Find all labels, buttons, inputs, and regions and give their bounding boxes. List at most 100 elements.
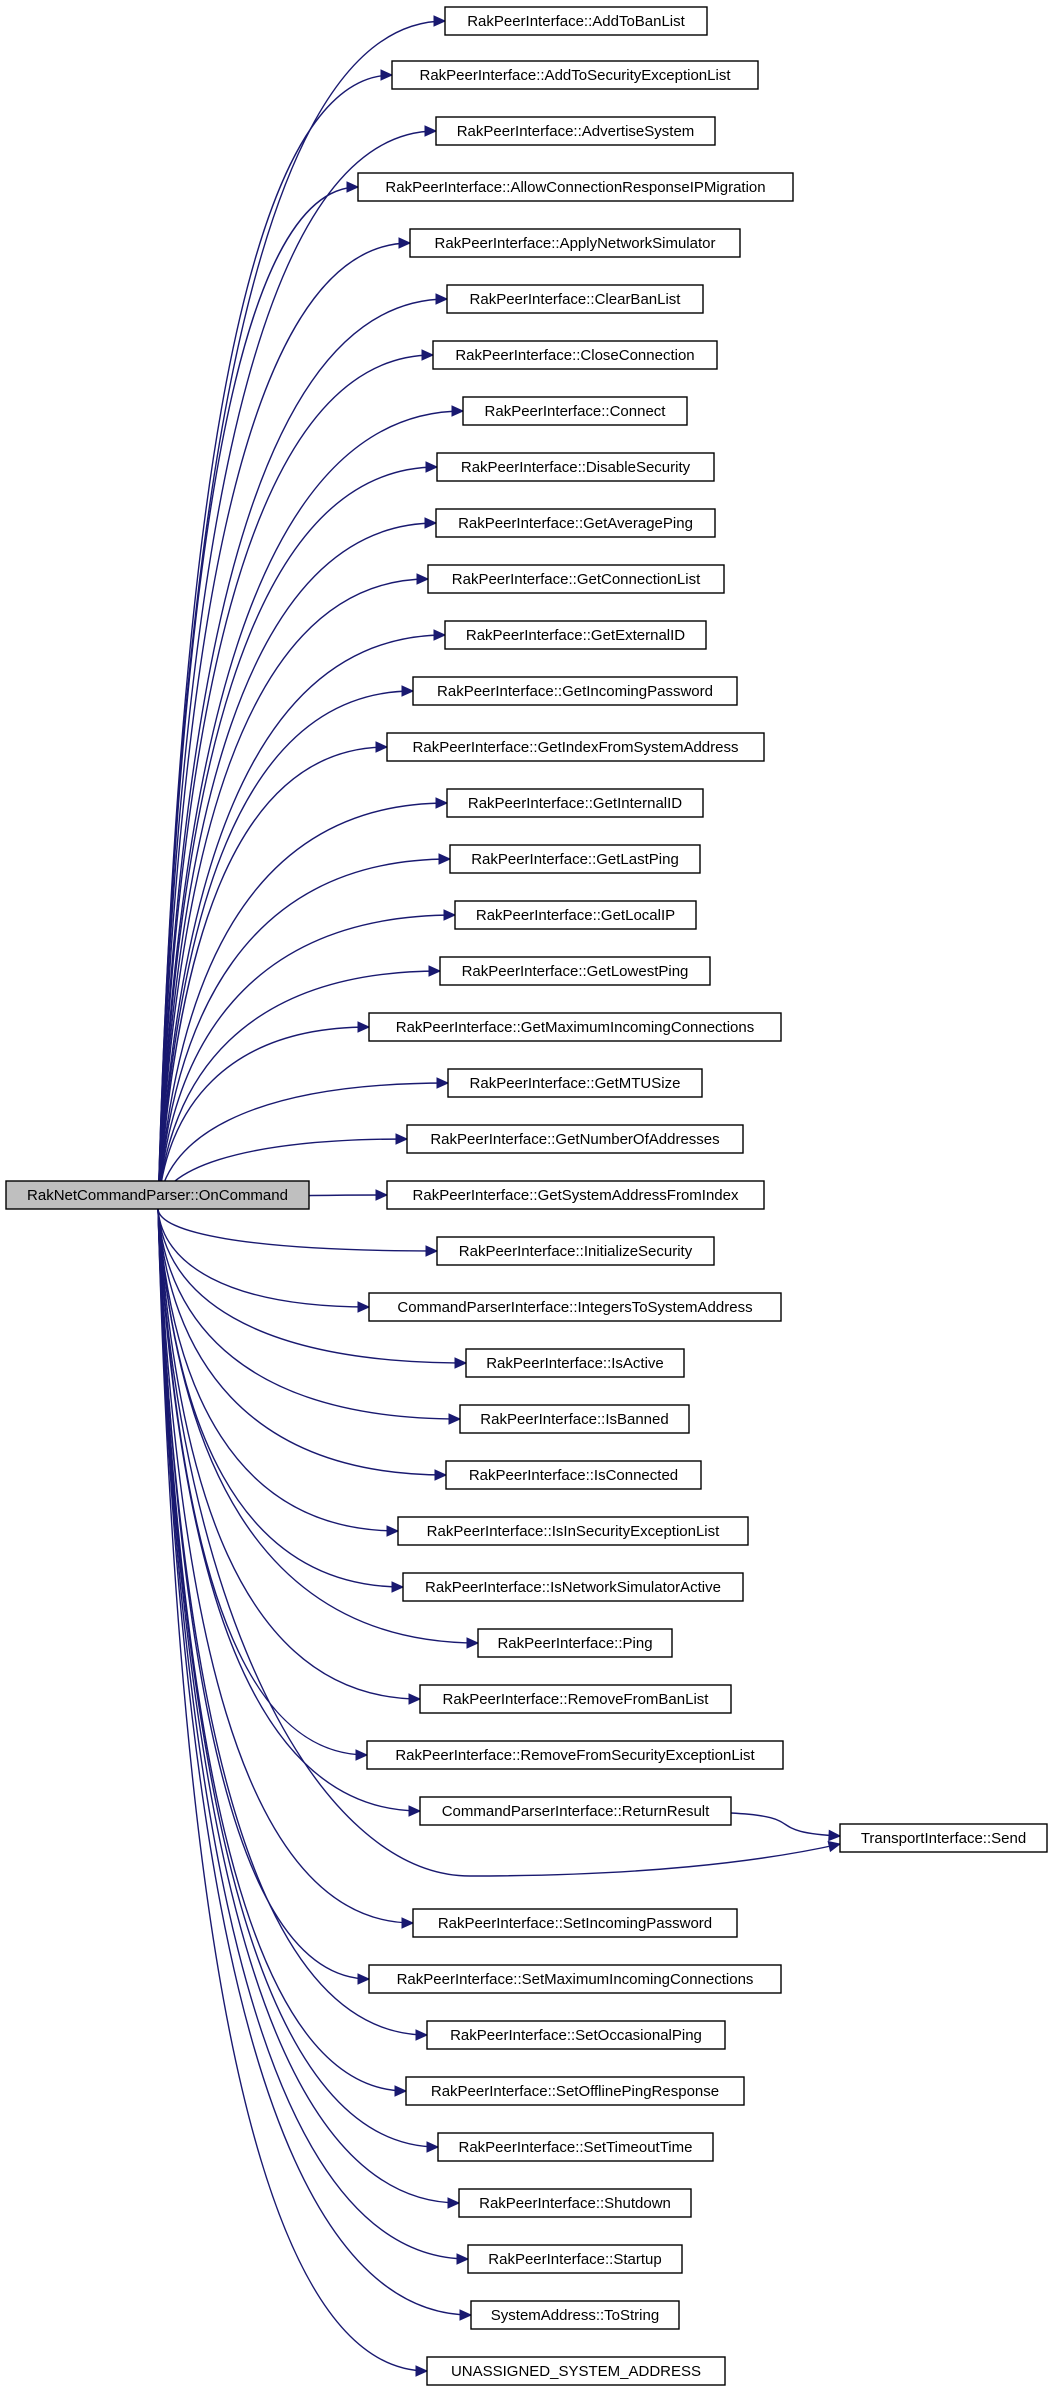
node-rakpeerinterface-getlowestping[interactable]: RakPeerInterface::GetLowestPing bbox=[439, 956, 711, 986]
node-rakpeerinterface-settimeouttime[interactable]: RakPeerInterface::SetTimeoutTime bbox=[437, 2132, 714, 2162]
node-unassigned-system-address[interactable]: UNASSIGNED_SYSTEM_ADDRESS bbox=[426, 2356, 726, 2386]
node-rakpeerinterface-allowconnectionresponseipmigration[interactable]: RakPeerInterface::AllowConnectionRespons… bbox=[357, 172, 794, 202]
node-commandparserinterface-integerstosystemaddress-label: CommandParserInterface::IntegersToSystem… bbox=[397, 1299, 752, 1316]
edge-rakpeerinterface-getmaximumincomingconnections-line bbox=[157, 1026, 370, 1210]
edge-rakpeerinterface-connect-line bbox=[157, 410, 464, 1210]
node-rakpeerinterface-getlocalip-box bbox=[454, 900, 697, 930]
edge-rakpeerinterface-allowconnectionresponseipmigration-line bbox=[157, 186, 359, 1210]
node-rakpeerinterface-removefromsecurityexceptionlist[interactable]: RakPeerInterface::RemoveFromSecurityExce… bbox=[366, 1740, 784, 1770]
node-rakpeerinterface-removefrombanlist[interactable]: RakPeerInterface::RemoveFromBanList bbox=[419, 1684, 732, 1714]
node-rakpeerinterface-getnumberofaddresses[interactable]: RakPeerInterface::GetNumberOfAddresses bbox=[406, 1124, 744, 1154]
node-rakpeerinterface-getlowestping-box bbox=[439, 956, 711, 986]
node-transportinterface-send[interactable]: TransportInterface::Send bbox=[839, 1823, 1048, 1853]
node-rakpeerinterface-allowconnectionresponseipmigration-label: RakPeerInterface::AllowConnectionRespons… bbox=[385, 179, 765, 196]
node-rakpeerinterface-applynetworksimulator[interactable]: RakPeerInterface::ApplyNetworkSimulator bbox=[409, 228, 741, 258]
edge-rakpeerinterface-getexternalid-arrowhead bbox=[433, 629, 447, 641]
node-rakpeerinterface-setofflinepingresponse-box bbox=[405, 2076, 745, 2106]
edge-rakpeerinterface-shutdown bbox=[157, 1208, 461, 2209]
node-rakpeerinterface-isbanned[interactable]: RakPeerInterface::IsBanned bbox=[459, 1404, 690, 1434]
node-rakpeerinterface-ping[interactable]: RakPeerInterface::Ping bbox=[477, 1628, 673, 1658]
node-rakpeerinterface-clearbanlist[interactable]: RakPeerInterface::ClearBanList bbox=[446, 284, 704, 314]
node-rakpeerinterface-getlowestping-label: RakPeerInterface::GetLowestPing bbox=[462, 963, 689, 980]
node-rakpeerinterface-getsystemaddressfromindex[interactable]: RakPeerInterface::GetSystemAddressFromIn… bbox=[386, 1180, 765, 1210]
edge-rakpeerinterface-isbanned bbox=[157, 1208, 462, 1425]
node-commandparserinterface-integerstosystemaddress[interactable]: CommandParserInterface::IntegersToSystem… bbox=[368, 1292, 782, 1322]
edge-root-to-send bbox=[157, 1208, 842, 1877]
node-rakpeerinterface-setoccasionalping[interactable]: RakPeerInterface::SetOccasionalPing bbox=[426, 2020, 726, 2050]
node-rakpeerinterface-setmaximumincomingconnections[interactable]: RakPeerInterface::SetMaximumIncomingConn… bbox=[368, 1964, 782, 1994]
node-rakpeerinterface-getlastping-box bbox=[449, 844, 701, 874]
edge-rakpeerinterface-initializesecurity-arrowhead bbox=[425, 1245, 439, 1257]
node-rakpeerinterface-removefrombanlist-label: RakPeerInterface::RemoveFromBanList bbox=[443, 1691, 710, 1708]
node-rakpeerinterface-getaverageping[interactable]: RakPeerInterface::GetAveragePing bbox=[435, 508, 716, 538]
node-rakpeerinterface-addtosecurityexceptionlist[interactable]: RakPeerInterface::AddToSecurityException… bbox=[391, 60, 759, 90]
node-rakpeerinterface-addtosecurityexceptionlist-box bbox=[391, 60, 759, 90]
node-rakpeerinterface-getmtusize-label: RakPeerInterface::GetMTUSize bbox=[470, 1075, 681, 1092]
node-rakpeerinterface-shutdown-box bbox=[458, 2188, 692, 2218]
node-rakpeerinterface-isnetworksimulatoractive-label: RakPeerInterface::IsNetworkSimulatorActi… bbox=[425, 1579, 721, 1596]
node-rakpeerinterface-getexternalid-box bbox=[444, 620, 707, 650]
node-rakpeerinterface-getindexfromsystemaddress[interactable]: RakPeerInterface::GetIndexFromSystemAddr… bbox=[386, 732, 765, 762]
edge-rakpeerinterface-getmaximumincomingconnections-arrowhead bbox=[357, 1021, 371, 1033]
node-rakpeerinterface-isbanned-label: RakPeerInterface::IsBanned bbox=[480, 1411, 668, 1428]
node-rakpeerinterface-setofflinepingresponse[interactable]: RakPeerInterface::SetOfflinePingResponse bbox=[405, 2076, 745, 2106]
edge-unassigned-system-address-arrowhead bbox=[415, 2365, 429, 2377]
node-rakpeerinterface-setmaximumincomingconnections-box bbox=[368, 1964, 782, 1994]
node-rakpeerinterface-connect[interactable]: RakPeerInterface::Connect bbox=[462, 396, 688, 426]
edge-rakpeerinterface-getlocalip bbox=[157, 909, 457, 1210]
node-transportinterface-send-box bbox=[839, 1823, 1048, 1853]
edge-systemaddress-tostring-line bbox=[157, 1208, 472, 2316]
edge-rakpeerinterface-closeconnection-line bbox=[157, 354, 434, 1210]
edge-rakpeerinterface-connect-arrowhead bbox=[451, 405, 465, 417]
node-rakpeerinterface-getconnectionlist-box bbox=[427, 564, 725, 594]
edge-rakpeerinterface-getmaximumincomingconnections bbox=[157, 1021, 371, 1210]
edge-rakpeerinterface-getnumberofaddresses-arrowhead bbox=[395, 1133, 409, 1145]
node-root-raknetcommandparser-oncommand[interactable]: RakNetCommandParser::OnCommand bbox=[5, 1180, 310, 1210]
node-rakpeerinterface-initializesecurity[interactable]: RakPeerInterface::InitializeSecurity bbox=[436, 1236, 715, 1266]
node-rakpeerinterface-getconnectionlist[interactable]: RakPeerInterface::GetConnectionList bbox=[427, 564, 725, 594]
edge-rakpeerinterface-ping-arrowhead bbox=[466, 1637, 480, 1649]
node-rakpeerinterface-setmaximumincomingconnections-label: RakPeerInterface::SetMaximumIncomingConn… bbox=[397, 1971, 754, 1988]
edge-commandparserinterface-returnresult-arrowhead bbox=[408, 1805, 422, 1817]
node-rakpeerinterface-disablesecurity[interactable]: RakPeerInterface::DisableSecurity bbox=[436, 452, 715, 482]
node-rakpeerinterface-closeconnection[interactable]: RakPeerInterface::CloseConnection bbox=[432, 340, 718, 370]
node-rakpeerinterface-startup-box bbox=[467, 2244, 683, 2274]
edge-rakpeerinterface-settimeouttime-arrowhead bbox=[426, 2141, 440, 2153]
node-rakpeerinterface-clearbanlist-box bbox=[446, 284, 704, 314]
node-rakpeerinterface-getinternalid[interactable]: RakPeerInterface::GetInternalID bbox=[446, 788, 704, 818]
edge-rakpeerinterface-getexternalid-line bbox=[157, 634, 446, 1210]
node-rakpeerinterface-getincomingpassword[interactable]: RakPeerInterface::GetIncomingPassword bbox=[412, 676, 738, 706]
node-rakpeerinterface-advertisesystem-label: RakPeerInterface::AdvertiseSystem bbox=[457, 123, 695, 140]
node-rakpeerinterface-getmtusize[interactable]: RakPeerInterface::GetMTUSize bbox=[447, 1068, 703, 1098]
node-rakpeerinterface-isactive[interactable]: RakPeerInterface::IsActive bbox=[465, 1348, 685, 1378]
node-rakpeerinterface-getlastping[interactable]: RakPeerInterface::GetLastPing bbox=[449, 844, 701, 874]
node-rakpeerinterface-startup[interactable]: RakPeerInterface::Startup bbox=[467, 2244, 683, 2274]
edge-rakpeerinterface-setofflinepingresponse bbox=[157, 1208, 408, 2097]
node-rakpeerinterface-setoccasionalping-label: RakPeerInterface::SetOccasionalPing bbox=[450, 2027, 702, 2044]
node-rakpeerinterface-getmaximumincomingconnections-label: RakPeerInterface::GetMaximumIncomingConn… bbox=[396, 1019, 755, 1036]
node-rakpeerinterface-advertisesystem[interactable]: RakPeerInterface::AdvertiseSystem bbox=[435, 116, 716, 146]
node-rakpeerinterface-addtobanlist[interactable]: RakPeerInterface::AddToBanList bbox=[444, 6, 708, 36]
edge-rakpeerinterface-getexternalid bbox=[157, 629, 447, 1210]
node-rakpeerinterface-getmaximumincomingconnections[interactable]: RakPeerInterface::GetMaximumIncomingConn… bbox=[368, 1012, 782, 1042]
node-systemaddress-tostring[interactable]: SystemAddress::ToString bbox=[470, 2300, 680, 2330]
edge-commandparserinterface-returnresult-line bbox=[157, 1208, 421, 1812]
node-rakpeerinterface-getexternalid[interactable]: RakPeerInterface::GetExternalID bbox=[444, 620, 707, 650]
edge-rakpeerinterface-isconnected-line bbox=[157, 1208, 447, 1476]
node-rakpeerinterface-closeconnection-box bbox=[432, 340, 718, 370]
node-rakpeerinterface-getlocalip[interactable]: RakPeerInterface::GetLocalIP bbox=[454, 900, 697, 930]
node-rakpeerinterface-shutdown[interactable]: RakPeerInterface::Shutdown bbox=[458, 2188, 692, 2218]
node-rakpeerinterface-initializesecurity-label: RakPeerInterface::InitializeSecurity bbox=[459, 1243, 693, 1260]
node-rakpeerinterface-isconnected-box bbox=[445, 1460, 702, 1490]
edge-rakpeerinterface-getlocalip-arrowhead bbox=[443, 909, 457, 921]
node-rakpeerinterface-setincomingpassword[interactable]: RakPeerInterface::SetIncomingPassword bbox=[412, 1908, 738, 1938]
node-root-raknetcommandparser-oncommand-label: RakNetCommandParser::OnCommand bbox=[27, 1187, 288, 1204]
node-rakpeerinterface-getexternalid-label: RakPeerInterface::GetExternalID bbox=[466, 627, 685, 644]
node-rakpeerinterface-isnetworksimulatoractive-box bbox=[402, 1572, 744, 1602]
node-rakpeerinterface-isnetworksimulatoractive[interactable]: RakPeerInterface::IsNetworkSimulatorActi… bbox=[402, 1572, 744, 1602]
node-commandparserinterface-returnresult[interactable]: CommandParserInterface::ReturnResult bbox=[419, 1796, 732, 1826]
node-rakpeerinterface-isconnected[interactable]: RakPeerInterface::IsConnected bbox=[445, 1460, 702, 1490]
edge-rakpeerinterface-clearbanlist bbox=[157, 293, 449, 1210]
node-rakpeerinterface-isbanned-box bbox=[459, 1404, 690, 1434]
node-rakpeerinterface-isinsecurityexceptionlist[interactable]: RakPeerInterface::IsInSecurityExceptionL… bbox=[397, 1516, 749, 1546]
